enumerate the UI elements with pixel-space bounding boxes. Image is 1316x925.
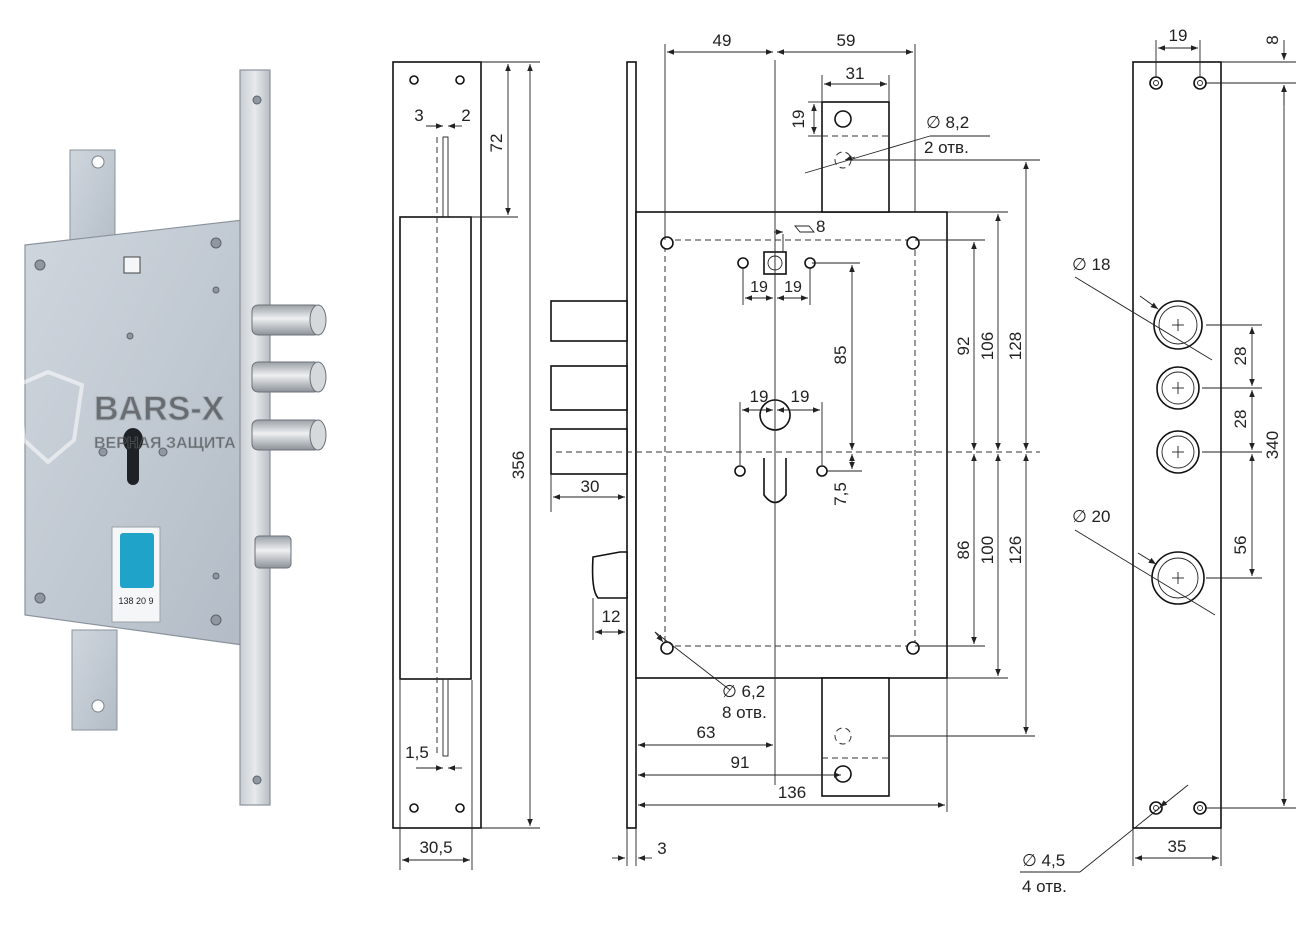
dim-body-depth: 136 (778, 783, 806, 802)
dim-total-height: 356 (509, 451, 528, 479)
sticker-code: 138 20 9 (118, 596, 153, 606)
dim-bolt-throw: 30 (581, 477, 600, 496)
upper-strike-tab-drawing (821, 101, 890, 213)
dim-width-top-a: 3 (414, 106, 423, 125)
dim-cyl-left: 19 (750, 387, 769, 406)
dim-right-86: 86 (954, 541, 973, 560)
dim-plate-thickness: 3 (657, 839, 666, 858)
dim-bolt-pitch-2: 28 (1231, 410, 1250, 429)
dim-slot-width: 1,5 (405, 743, 429, 762)
dim-top-offset: 8 (1263, 35, 1282, 44)
spindle-square-photo (123, 256, 141, 274)
dim-spindle-right: 19 (784, 279, 802, 296)
dim-front-width: 35 (1168, 837, 1187, 856)
body-view: 49 59 31 19 ∅ 8,2 2 отв. 8 19 19 85 (550, 31, 1040, 866)
lower-strike-tab-drawing (821, 677, 890, 797)
faceplate-view: 3 2 72 356 1,5 30,5 (392, 61, 540, 870)
dim-top-left: 49 (713, 31, 732, 50)
product-photo: 138 20 9 BARS-X ВЕРНАЯ ЗАЩИТА (15, 69, 327, 806)
dim-mount-hole-count: 8 отв. (722, 703, 767, 722)
watermark-shield-icon (15, 369, 85, 465)
dim-cyl-offset: 7,5 (831, 482, 850, 506)
dim-bolt-pitch-1: 28 (1231, 347, 1250, 366)
dim-width-top-b: 2 (461, 106, 470, 125)
upper-tab-hole (91, 155, 105, 169)
dim-mount-hole-dia: ∅ 6,2 (722, 682, 765, 701)
dim-front-total-height: 340 (1263, 431, 1282, 459)
dim-spindle-left: 19 (750, 279, 768, 296)
lock-case (635, 211, 948, 679)
dim-strike-hole-count: 2 отв. (924, 138, 969, 157)
dim-bolt-pitch-3: 56 (1231, 536, 1250, 555)
dim-bolt-dia-large: ∅ 20 (1072, 507, 1110, 526)
dim-spindle-square: 8 (816, 217, 825, 236)
watermark: BARS-X ВЕРНАЯ ЗАЩИТА (15, 369, 236, 465)
dim-backset-63: 63 (697, 723, 716, 742)
bolts-photo (251, 304, 327, 569)
dim-strike-hole-dia: ∅ 8,2 (926, 113, 969, 132)
dim-hole-pitch-top: 19 (1169, 26, 1188, 45)
dim-screw-count: 4 отв. (1022, 877, 1067, 896)
dim-latch-throw: 12 (602, 607, 621, 626)
dim-cyl-right: 19 (791, 387, 810, 406)
dim-spindle-to-cyl: 85 (831, 346, 850, 365)
dim-top-right: 59 (837, 31, 856, 50)
dim-right-100: 100 (978, 536, 997, 564)
lower-tab-hole (91, 699, 105, 713)
square-symbol-icon (794, 225, 815, 233)
dim-right-128: 128 (1006, 332, 1025, 360)
dim-right-106: 106 (978, 332, 997, 360)
watermark-brand: BARS-X (94, 390, 225, 428)
sticker-logo (120, 533, 154, 588)
dim-strike-width: 31 (846, 64, 865, 83)
dim-right-126: 126 (1006, 536, 1025, 564)
dim-strike-hole-offset: 19 (789, 110, 808, 129)
bolts-drawing (550, 300, 628, 599)
watermark-tagline: ВЕРНАЯ ЗАЩИТА (94, 435, 236, 452)
mount-holes (660, 236, 920, 655)
dim-bolt-dia-small: ∅ 18 (1072, 255, 1110, 274)
dim-screw-dia: ∅ 4,5 (1022, 851, 1065, 870)
lower-strike-tab (71, 629, 118, 731)
dim-plate-width: 30,5 (419, 838, 452, 857)
faceplate-body-rect (399, 216, 472, 680)
body-faceplate-strip (626, 61, 637, 829)
dim-depth-top: 72 (487, 134, 506, 153)
dim-right-92: 92 (954, 337, 973, 356)
dim-backset-91: 91 (731, 753, 750, 772)
faceplate-screw-holes (409, 75, 465, 813)
front-view: 19 8 340 ∅ 18 ∅ 20 28 28 56 35 (1020, 26, 1296, 896)
